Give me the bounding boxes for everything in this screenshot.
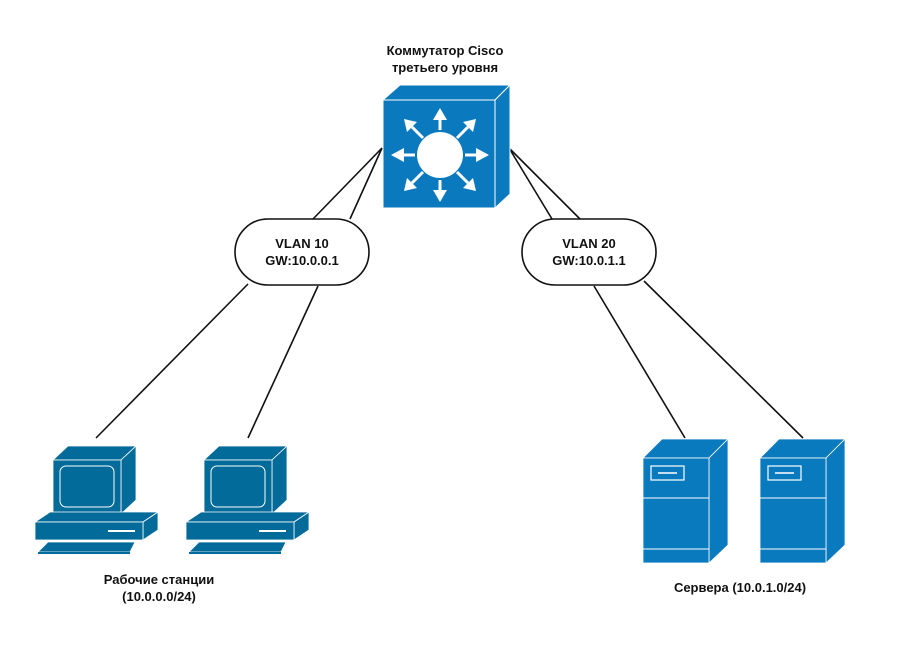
link-vlan20-server2: [643, 280, 804, 439]
link-switch-vlan20-b: [508, 147, 581, 220]
workstations-label-line2: (10.0.0.0/24): [122, 589, 196, 604]
workstation-1[interactable]: [34, 445, 159, 555]
servers-label: Сервера (10.0.1.0/24): [674, 580, 806, 595]
vlan-20-node[interactable]: VLAN 20 GW:10.0.1.1: [521, 218, 657, 286]
vlan-10-gateway: GW:10.0.0.1: [265, 253, 338, 268]
arrows-icon: [391, 108, 489, 202]
server-icon: [642, 438, 729, 564]
link-switch-vlan10-a: [312, 147, 383, 220]
server-icon: [759, 438, 846, 564]
link-vlan20-server1: [593, 285, 686, 439]
vlan-10-name: VLAN 10: [275, 236, 328, 251]
layer3-switch-icon[interactable]: [381, 83, 512, 210]
server-1[interactable]: [642, 438, 729, 564]
link-vlan10-pc1: [95, 283, 249, 439]
switch-label-line2: третьего уровня: [392, 60, 498, 75]
link-vlan10-pc2: [247, 285, 319, 439]
workstation-2[interactable]: [185, 445, 310, 555]
server-2[interactable]: [759, 438, 846, 564]
vlan-20-gateway: GW:10.0.1.1: [552, 253, 625, 268]
connections: [95, 147, 804, 439]
switch-label-line1: Коммутатор Cisco: [387, 43, 504, 58]
vlan-10-node[interactable]: VLAN 10 GW:10.0.0.1: [234, 218, 370, 286]
workstation-icon: [185, 445, 310, 555]
vlan-20-name: VLAN 20: [562, 236, 615, 251]
link-switch-vlan10-b: [349, 147, 383, 220]
link-switch-vlan20-a: [508, 147, 553, 220]
workstation-icon: [34, 445, 159, 555]
workstations-label-line1: Рабочие станции: [104, 572, 214, 587]
